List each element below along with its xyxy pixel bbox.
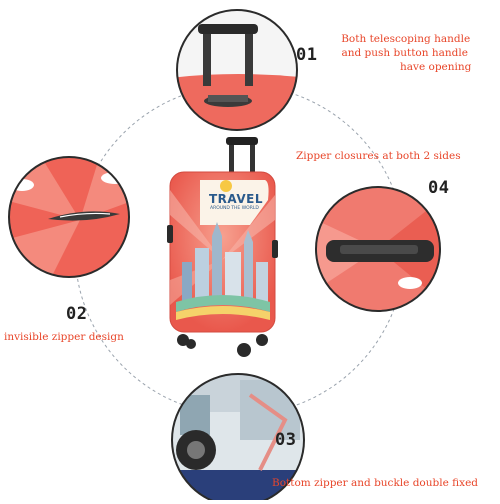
label-number-01: 01 bbox=[296, 45, 318, 65]
annotation-side-zipper: Zipper closures at both 2 sides bbox=[296, 150, 461, 162]
annotation-handle-line-1: Both telescoping handle bbox=[341, 33, 471, 45]
annotation-handle-line-3: have opening bbox=[400, 61, 472, 74]
annotation-handle: Both telescoping handle and push button … bbox=[322, 32, 471, 75]
annotation-bottom: Bottom zipper and buckle double fixed bbox=[272, 477, 479, 489]
label-number-02: 02 bbox=[66, 304, 88, 324]
label-number-03: 03 bbox=[275, 430, 297, 450]
label-number-04: 04 bbox=[428, 178, 450, 198]
annotation-handle-line-2: and push button handle bbox=[341, 47, 468, 60]
detail-handle-circle bbox=[176, 9, 298, 131]
annotation-invisible-zipper: invisible zipper design bbox=[4, 331, 124, 343]
suitcase-main bbox=[167, 137, 278, 357]
suitcase-title: TRAVEL bbox=[209, 192, 264, 206]
detail-zipper-circle bbox=[8, 156, 130, 278]
detail-side-handle-circle bbox=[315, 186, 441, 312]
suitcase-subtitle: AROUND THE WORLD bbox=[210, 206, 259, 211]
detail-bottom-circle bbox=[171, 373, 305, 504]
